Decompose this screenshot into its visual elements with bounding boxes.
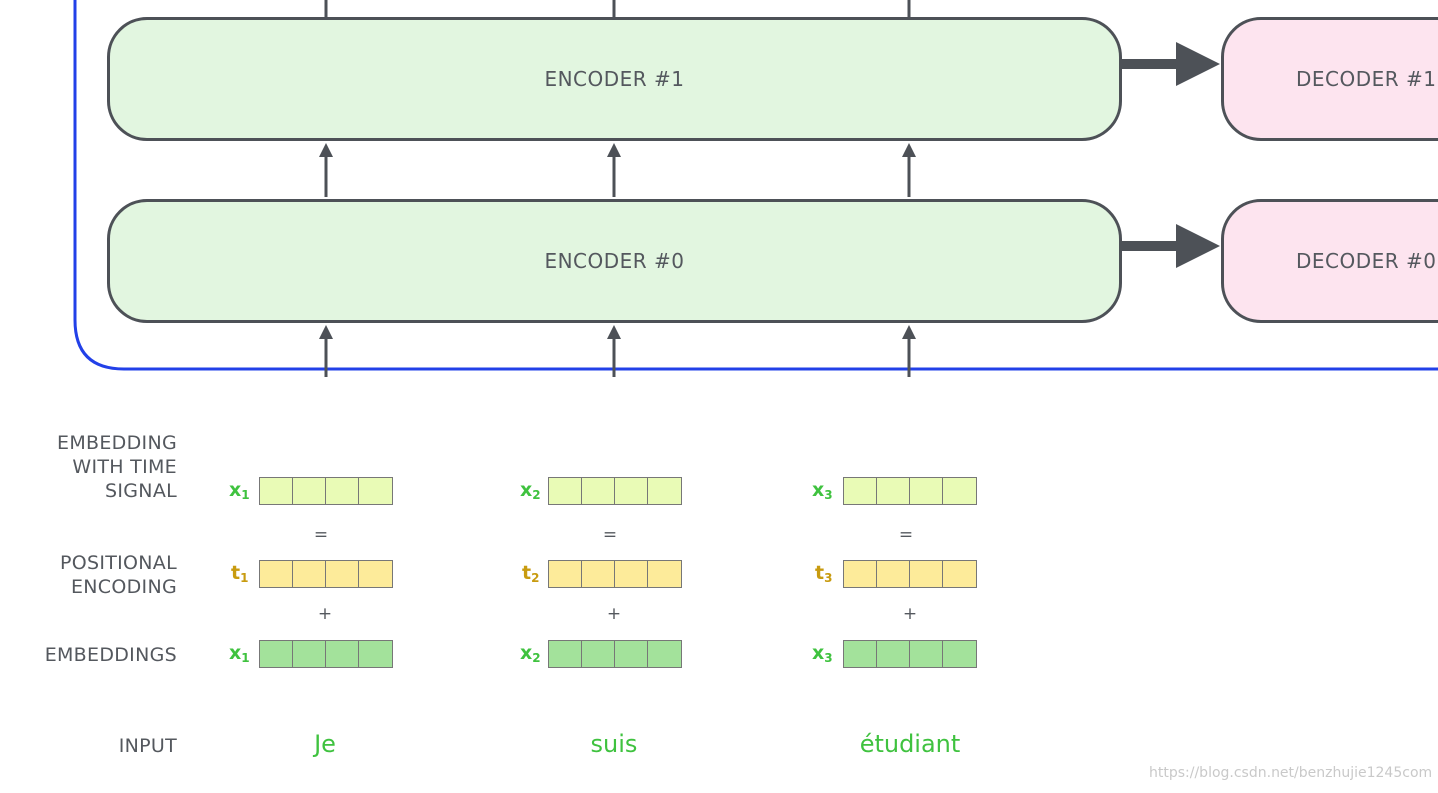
positional-label-line-2: ENCODING — [70, 576, 177, 598]
encoder-0-to-decoder-0-arrow-head — [1176, 224, 1220, 268]
encoder-0-label: ENCODER #0 — [544, 249, 685, 273]
arrows-layer — [319, 0, 1220, 377]
input-word-2: suis — [590, 730, 638, 758]
equals-sign-2: = — [602, 525, 618, 545]
encoder-stack-frame — [73, 0, 1438, 371]
time-signal-label-line-2: WITH TIME — [72, 456, 177, 478]
x1-embedding-vector — [259, 640, 393, 668]
encoder-0-to-decoder-0-arrow-shaft — [1122, 241, 1178, 251]
x2-time-signal-vector — [548, 477, 682, 505]
x1-embedding-label: x1 — [229, 642, 250, 665]
t3-label: t3 — [815, 562, 833, 585]
input-row-label: INPUT — [118, 735, 177, 757]
decoder-1-label: DECODER #1 — [1296, 67, 1437, 91]
t1-label: t1 — [231, 562, 249, 585]
input-word-1: Je — [314, 730, 336, 758]
embeddings-row-label: EMBEDDINGS — [44, 644, 177, 666]
encoder-0-block: ENCODER #0 — [107, 199, 1122, 323]
input-to-encoder-0-arrow-head — [902, 325, 916, 339]
watermark-url: https://blog.csdn.net/benzhujie1245com — [1149, 765, 1433, 781]
t2-label: t2 — [522, 562, 540, 585]
plus-sign-2: + — [606, 604, 622, 624]
plus-sign-1: + — [317, 604, 333, 624]
input-to-encoder-0-arrow-head — [607, 325, 621, 339]
x3-embedding-label: x3 — [812, 642, 833, 665]
encoder-0-to-1-arrow-head — [319, 143, 333, 157]
x3-time-signal-label: x3 — [812, 479, 833, 502]
encoder-1-to-decoder-1-arrow-head — [1176, 42, 1220, 86]
x2-time-signal-label: x2 — [520, 479, 541, 502]
input-word-3: étudiant — [859, 730, 961, 758]
equals-sign-3: = — [898, 525, 914, 545]
x1-time-signal-label: x1 — [229, 479, 250, 502]
x3-embedding-vector — [843, 640, 977, 668]
encoder-0-to-1-arrow-head — [607, 143, 621, 157]
decoder-0-label: DECODER #0 — [1296, 249, 1437, 273]
t2-positional-vector — [548, 560, 682, 588]
x3-time-signal-vector — [843, 477, 977, 505]
positional-row-label: POSITIONAL ENCODING — [2, 551, 177, 599]
encoder-1-block: ENCODER #1 — [107, 17, 1122, 141]
time-signal-label-line-1: EMBEDDING — [57, 432, 177, 454]
time-signal-row-label: EMBEDDING WITH TIME SIGNAL — [2, 431, 177, 503]
decoder-1-block: DECODER #1 — [1221, 17, 1438, 141]
t1-positional-vector — [259, 560, 393, 588]
x2-embedding-vector — [548, 640, 682, 668]
positional-label-line-1: POSITIONAL — [59, 552, 177, 574]
encoder-1-label: ENCODER #1 — [544, 67, 685, 91]
time-signal-label-line-3: SIGNAL — [105, 480, 177, 502]
t3-positional-vector — [843, 560, 977, 588]
encoder-0-to-1-arrow-head — [902, 143, 916, 157]
equals-sign-1: = — [313, 525, 329, 545]
x2-embedding-label: x2 — [520, 642, 541, 665]
x1-time-signal-vector — [259, 477, 393, 505]
decoder-0-block: DECODER #0 — [1221, 199, 1438, 323]
plus-sign-3: + — [902, 604, 918, 624]
encoder-1-to-decoder-1-arrow-shaft — [1122, 59, 1178, 69]
input-to-encoder-0-arrow-head — [319, 325, 333, 339]
